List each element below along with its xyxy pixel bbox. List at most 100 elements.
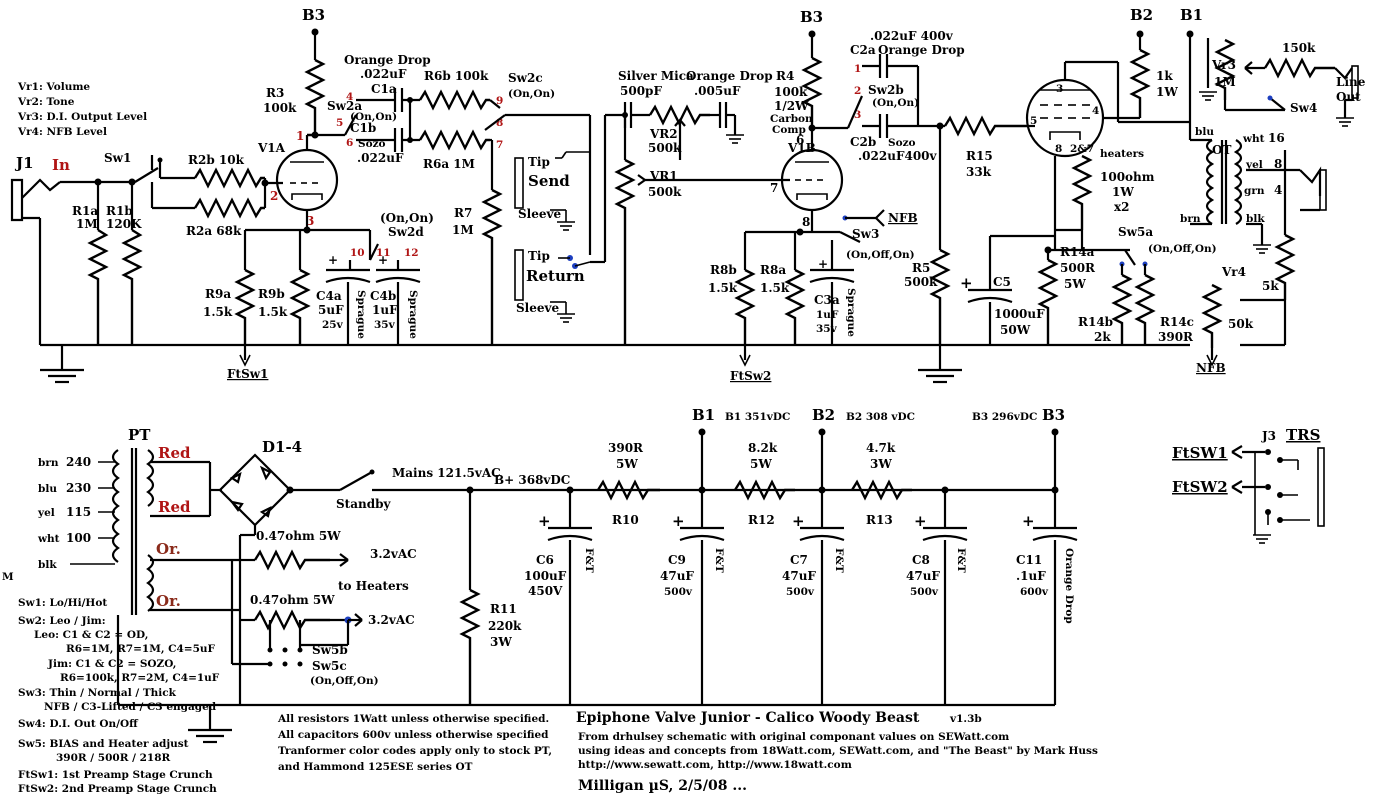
pin-v1b-6: 6: [796, 133, 804, 147]
mode-sw3: (On,Off,On): [846, 249, 915, 261]
mode-sw2d: (On,On): [380, 211, 434, 225]
mode-sw5c: (On,Off,On): [310, 675, 379, 687]
note-sw3b: NFB / C3-Lifted / C3 engaged: [44, 701, 217, 713]
label-sw5a: Sw5a: [1118, 225, 1153, 239]
value-r13: 4.7k: [866, 441, 896, 455]
value-c2b: .022uF400v: [858, 149, 938, 163]
pin-v1a-2: 2: [270, 189, 278, 203]
label-c11: C11: [1016, 553, 1042, 567]
label-c3a: C3a: [814, 293, 840, 307]
resistor-r12: [733, 479, 795, 501]
pin-5: 5: [336, 117, 343, 129]
label-r12: R12: [748, 513, 775, 527]
label-r11: R11: [490, 602, 517, 616]
watt-r1k: 1W: [1156, 85, 1178, 99]
note-sw2: Sw2: Leo / Jim:: [18, 615, 106, 627]
label-mains: Mains 121.5vAC: [392, 466, 501, 480]
resistor-1k: [1129, 48, 1151, 118]
title-version: v1.3b: [949, 713, 982, 725]
label-sw4: Sw4: [1290, 101, 1317, 115]
resistor-r10: [596, 479, 660, 501]
voltage-c3a: 35v: [816, 323, 838, 335]
label-c4a: C4a: [316, 289, 342, 303]
label-vr4: Vr4: [1221, 265, 1246, 279]
label-r6b: R6b 100k: [424, 69, 489, 83]
pin-6: 6: [346, 137, 353, 149]
label-ftsw1-jack: FtSW1: [1172, 444, 1228, 462]
label-out: Out: [1336, 90, 1361, 104]
label-r14b: R14b: [1078, 315, 1113, 329]
note-sw2-jim1: Jim: C1 & C2 = SOZO,: [47, 658, 176, 670]
plus-c8: +: [914, 512, 927, 530]
watt-r13: 3W: [870, 457, 892, 471]
label-c6: C6: [536, 553, 554, 567]
label-b3-bottom: B3: [1042, 406, 1065, 424]
tap-blk: blk: [38, 559, 57, 571]
value-vr3: 1M: [1214, 75, 1236, 89]
label-b3-volts: B3 296vDC: [972, 411, 1037, 423]
wire-red-1: Red: [158, 444, 191, 462]
tone-stack: Silver Mica 500pF Orange Drop .005uF VR2…: [614, 69, 790, 345]
value-c2a: .022uF 400v: [870, 29, 954, 43]
resistor-heater-047-2: [253, 609, 330, 631]
label-vr3: Vr3: [1211, 58, 1236, 72]
resistor-5k: [1274, 233, 1296, 300]
label-carbon: Carbon: [770, 113, 813, 125]
tap-16: 16: [1268, 131, 1285, 145]
output-transformer: OT blu brn wht 16 yel 8 grn 4 blk: [1180, 126, 1327, 254]
label-r15: R15: [966, 149, 993, 163]
label-standby: Standby: [336, 497, 391, 511]
value-r150k: 150k: [1282, 41, 1316, 55]
tap-240: 240: [66, 455, 91, 469]
plus-c4a: +: [328, 253, 338, 267]
bridge-rectifier: [218, 453, 292, 527]
label-orange-drop-3: Orange Drop: [878, 43, 965, 57]
label-ft-2: F&T: [713, 548, 725, 573]
value-r4: 100k: [774, 85, 808, 99]
voltage-c4a: 25v: [322, 319, 344, 331]
label-return: Return: [526, 267, 585, 285]
pot-vr3: [1214, 38, 1236, 100]
label-b1-volts: B1 351vDC: [725, 411, 790, 423]
label-r7: R7: [454, 206, 472, 220]
resistor-r11: [459, 588, 481, 705]
watt-heater-r: 1W: [1112, 185, 1134, 199]
label-in: In: [52, 156, 70, 174]
label-ot-grn: grn: [1244, 185, 1265, 197]
pin-1: 1: [854, 63, 861, 75]
resistor-r7: [481, 188, 503, 345]
tube-v1a: V1A 1 2 3: [257, 129, 339, 230]
value-r8a: 1.5k: [760, 281, 790, 295]
label-ot-blk: blk: [1246, 213, 1265, 225]
label-orange-drop-4: Orange Drop: [1063, 548, 1075, 624]
label-sw5b: Sw5b: [312, 643, 348, 657]
label-ftsw2-jack: FtSW2: [1172, 478, 1228, 496]
value-r14a: 500R: [1060, 261, 1096, 275]
label-vr2: VR2: [649, 127, 678, 141]
voltage-c7: 500v: [786, 586, 815, 598]
label-r6a: R6a 1M: [423, 157, 475, 171]
label-sozo-2: Sozo: [888, 137, 916, 149]
label-to-heaters: to Heaters: [338, 579, 409, 593]
value-500pf: 500pF: [620, 84, 662, 98]
value-r1b: 120K: [106, 217, 142, 231]
voltage-c9: 500v: [664, 586, 693, 598]
label-ot: OT: [1212, 143, 1231, 157]
value-005uf: .005uF: [694, 84, 741, 98]
plus-c6: +: [538, 512, 551, 530]
mode-sw2b: (On,On): [872, 97, 919, 109]
general-notes: All resistors 1Watt unless otherwise spe…: [277, 713, 552, 773]
label-nfb-out: NFB: [1196, 361, 1226, 375]
value-vr2: 500k: [648, 141, 682, 155]
tap-100: 100: [66, 531, 91, 545]
label-r14a: R14a: [1060, 245, 1095, 259]
label-orange-drop-1: Orange Drop: [344, 53, 431, 67]
plus-c3a: +: [818, 257, 828, 271]
label-r8b: R8b: [710, 263, 737, 277]
label-r13: R13: [866, 513, 893, 527]
label-b3-right: B3: [800, 8, 823, 26]
watt-r11: 3W: [490, 635, 512, 649]
label-b2-volts: B2 308 vDC: [846, 411, 915, 423]
plus-c11: +: [1022, 512, 1035, 530]
input-jack-tip: [21, 178, 61, 199]
